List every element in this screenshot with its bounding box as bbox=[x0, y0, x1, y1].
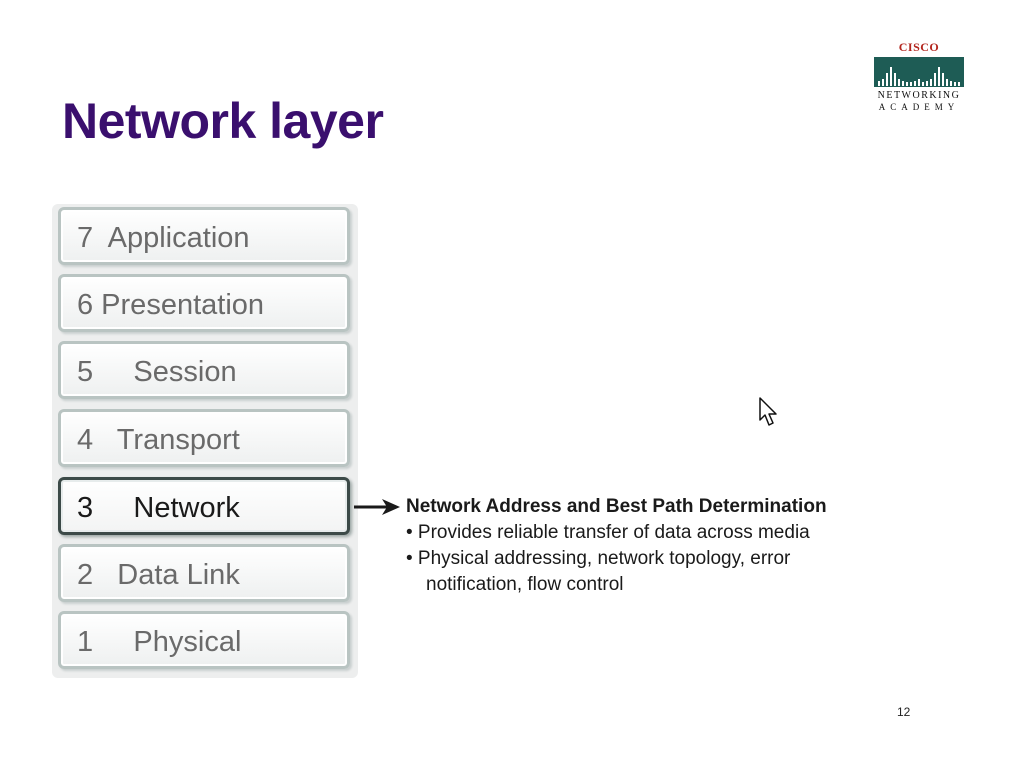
mouse-pointer-icon bbox=[759, 397, 777, 426]
layer-label: 7 Application bbox=[77, 222, 250, 254]
layer-network: 3 Network bbox=[58, 477, 350, 535]
layer-label: 1 Physical bbox=[77, 626, 242, 658]
logo-networking: NETWORKING bbox=[877, 90, 961, 101]
logo-bars-icon bbox=[874, 57, 964, 87]
network-layer-description: Network Address and Best Path Determinat… bbox=[406, 494, 827, 598]
layer-label: 2 Data Link bbox=[77, 559, 240, 591]
layer-transport: 4 Transport bbox=[58, 409, 350, 467]
description-bullet-continuation: notification, flow control bbox=[426, 574, 624, 595]
layer-label: 4 Transport bbox=[77, 424, 240, 456]
arrow-right-icon bbox=[354, 499, 400, 515]
layer-application: 7 Application bbox=[58, 207, 350, 265]
layer-presentation: 6 Presentation bbox=[58, 274, 350, 332]
layer-label: 3 Network bbox=[77, 492, 240, 524]
layer-label: 5 Session bbox=[77, 356, 237, 388]
description-bullet: • Provides reliable transfer of data acr… bbox=[406, 522, 810, 543]
layer-physical: 1 Physical bbox=[58, 611, 350, 669]
slide-title: Network layer bbox=[62, 93, 384, 149]
cisco-logo: CISCO SYSTEMS NETWORKING ACADEMY bbox=[872, 40, 964, 114]
layer-data-link: 2 Data Link bbox=[58, 544, 350, 602]
layer-session: 5 Session bbox=[58, 341, 350, 399]
description-heading: Network Address and Best Path Determinat… bbox=[406, 496, 827, 517]
page-number: 12 bbox=[897, 705, 911, 719]
layer-label: 6 Presentation bbox=[77, 289, 265, 321]
description-bullet: • Physical addressing, network topology,… bbox=[406, 548, 791, 569]
logo-academy: ACADEMY bbox=[878, 102, 960, 112]
